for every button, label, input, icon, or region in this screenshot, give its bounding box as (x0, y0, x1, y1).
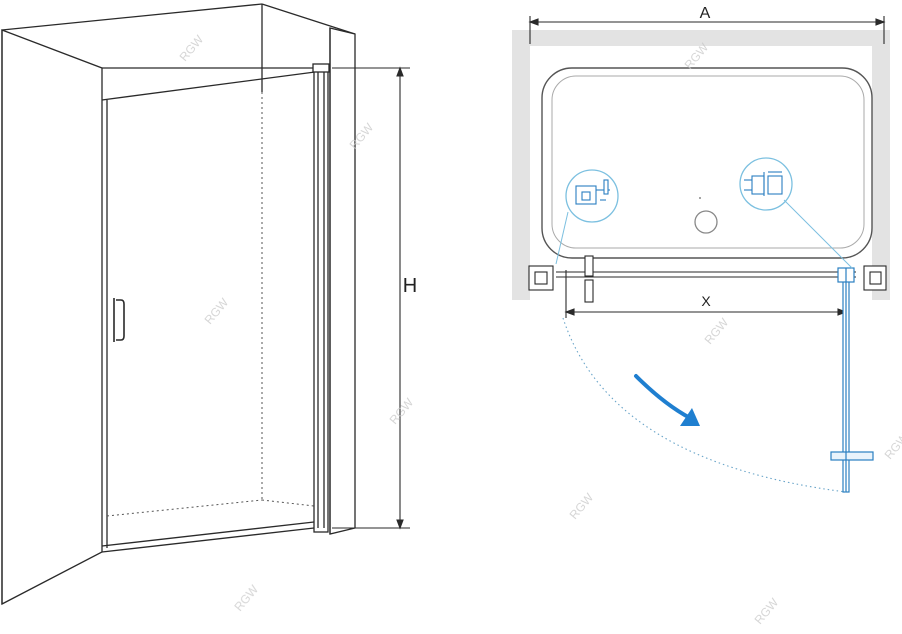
hinge-profile (312, 63, 330, 533)
svg-text:RGW: RGW (232, 582, 262, 614)
watermarks: RGW RGW RGW RGW RGW RGW RGW RGW RGW RGW (177, 32, 902, 627)
left-wall (1, 29, 103, 606)
door-handle (113, 298, 125, 342)
svg-text:RGW: RGW (882, 430, 902, 462)
watermark-7: RGW (702, 315, 732, 347)
detail-callout-right (739, 157, 853, 269)
svg-text:RGW: RGW (567, 490, 597, 522)
plan-walls (512, 30, 890, 300)
drain (694, 210, 718, 234)
bottom-threshold (101, 521, 315, 553)
watermark-5: RGW (232, 582, 262, 614)
watermark-9: RGW (752, 595, 782, 627)
swing-arc (562, 317, 847, 493)
watermark-10: RGW (882, 430, 902, 462)
right-wall (329, 27, 356, 535)
watermark-4: RGW (387, 395, 417, 427)
svg-text:RGW: RGW (752, 595, 782, 627)
swing-door (830, 267, 874, 493)
swing-direction-arrow-icon (634, 374, 700, 426)
svg-text:RGW: RGW (177, 32, 207, 64)
svg-text:RGW: RGW (387, 395, 417, 427)
svg-text:RGW: RGW (702, 315, 732, 347)
watermark-1: RGW (177, 32, 207, 64)
total-width-dimension (528, 16, 886, 44)
watermark-8: RGW (567, 490, 597, 522)
watermark-3: RGW (202, 295, 232, 327)
total-width-label: A (700, 5, 711, 22)
shower-tray (541, 67, 873, 259)
svg-text:RGW: RGW (202, 295, 232, 327)
detail-callout-left (555, 169, 619, 265)
height-dimension (332, 66, 410, 530)
opening-width-dimension (564, 270, 848, 318)
plan-door-track (528, 255, 887, 303)
hidden-edges (106, 92, 315, 517)
height-label: H (403, 275, 417, 297)
perspective-view (1, 3, 356, 606)
opening-width-label: X (701, 293, 711, 309)
top-frame (1, 3, 356, 548)
